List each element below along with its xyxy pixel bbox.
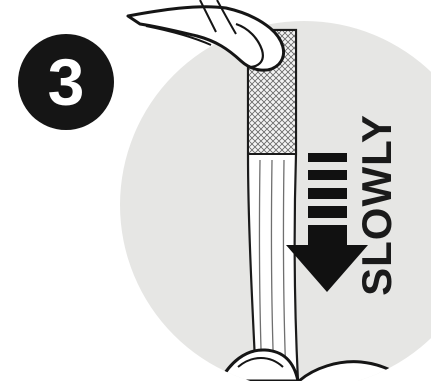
pulled-strip-icon [248,30,298,381]
instruction-text: SLOWLY [353,114,401,296]
step-number-badge: 3 [18,34,114,130]
